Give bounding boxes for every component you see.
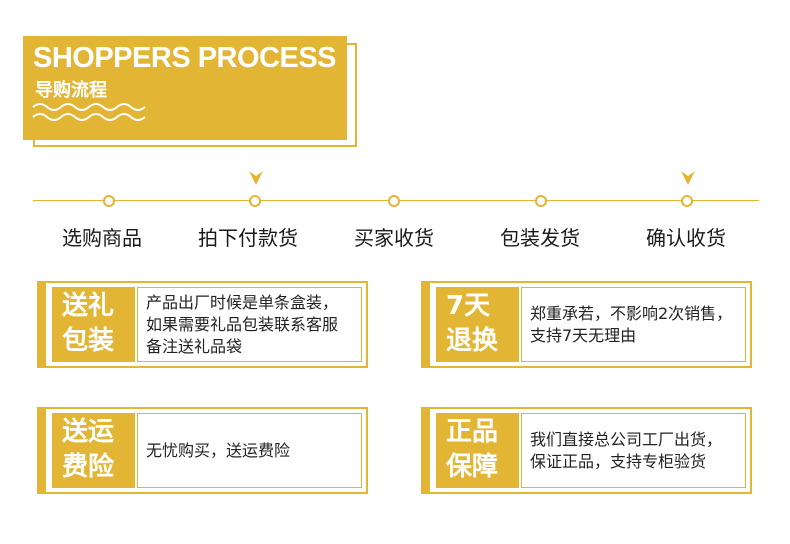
card-heading: 7天 退换 (436, 287, 519, 362)
card-description-text: 产品出厂时候是单条盒装，如果需要礼品包装联系客服备注送礼品袋 (146, 292, 339, 356)
banner-title: SHOPPERS PROCESS (33, 42, 337, 74)
step-label: 买家收货 (354, 226, 434, 250)
card-heading: 送运 费险 (52, 413, 135, 488)
card-accent-bar (421, 281, 430, 368)
down-arrow-marker-icon (249, 171, 263, 185)
service-card-authentic-guarantee: 正品 保障 我们直接总公司工厂出货，保证正品，支持专柜验货 (421, 407, 752, 494)
card-heading-line: 送礼 (62, 291, 115, 321)
timeline-node (388, 195, 400, 207)
step-label: 选购商品 (62, 226, 142, 250)
service-card-7day-return: 7天 退换 郑重承若，不影响2次销售，支持7天无理由 (421, 281, 752, 368)
step-label: 确认收货 (646, 226, 726, 250)
card-heading: 正品 保障 (436, 413, 519, 488)
card-description-text: 郑重承若，不影响2次销售，支持7天无理由 (530, 303, 733, 345)
banner-subtitle: 导购流程 (35, 80, 107, 101)
timeline-node (681, 195, 693, 207)
card-heading-line: 保障 (446, 452, 499, 482)
header-banner: SHOPPERS PROCESS 导购流程 (23, 36, 347, 140)
card-description: 郑重承若，不影响2次销售，支持7天无理由 (521, 287, 746, 362)
wave-decoration-icon (32, 103, 146, 121)
step-label: 拍下付款货 (198, 226, 298, 250)
process-timeline (33, 171, 759, 209)
step-label: 包装发货 (500, 226, 580, 250)
card-heading-line: 正品 (446, 417, 499, 447)
card-heading-line: 包装 (62, 326, 115, 356)
card-description-text: 无忧购买，送运费险 (146, 440, 291, 460)
card-heading: 送礼 包装 (52, 287, 135, 362)
timeline-node (249, 195, 261, 207)
card-accent-bar (37, 407, 46, 494)
card-description: 无忧购买，送运费险 (137, 413, 362, 488)
card-description-text: 我们直接总公司工厂出货，保证正品，支持专柜验货 (530, 429, 723, 471)
card-accent-bar (37, 281, 46, 368)
card-description: 我们直接总公司工厂出货，保证正品，支持专柜验货 (521, 413, 746, 488)
service-card-shipping-insurance: 送运 费险 无忧购买，送运费险 (37, 407, 368, 494)
card-heading-line: 7天 (446, 291, 491, 321)
service-card-gift-wrap: 送礼 包装 产品出厂时候是单条盒装，如果需要礼品包装联系客服备注送礼品袋 (37, 281, 368, 368)
card-heading-line: 费险 (62, 452, 115, 482)
card-heading-line: 退换 (446, 326, 499, 356)
timeline-node (103, 195, 115, 207)
down-arrow-marker-icon (681, 171, 695, 185)
card-accent-bar (421, 407, 430, 494)
card-description: 产品出厂时候是单条盒装，如果需要礼品包装联系客服备注送礼品袋 (137, 287, 362, 362)
card-heading-line: 送运 (62, 417, 115, 447)
timeline-node (535, 195, 547, 207)
